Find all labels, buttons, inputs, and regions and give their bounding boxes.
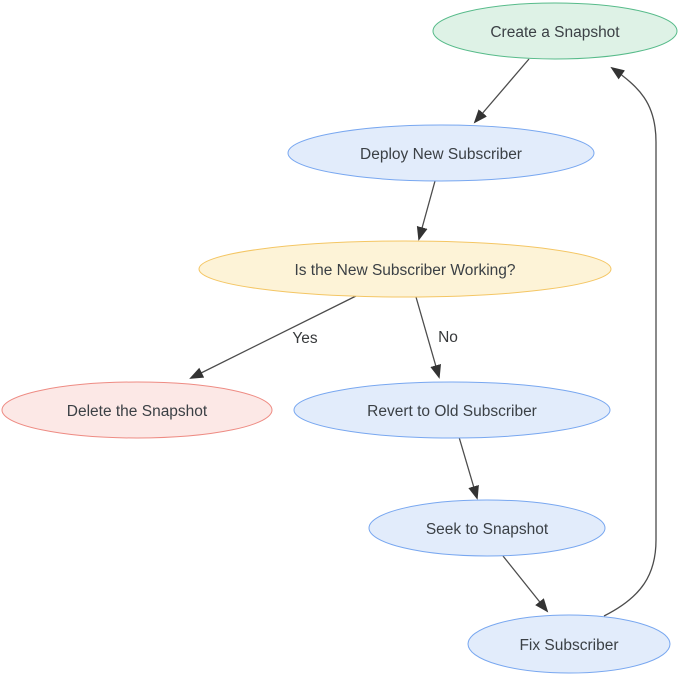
edge-seek-to-fix	[502, 555, 549, 613]
node-label: Deploy New Subscriber	[360, 146, 522, 163]
edge-line	[415, 296, 441, 379]
edge-working-to-revert-no: No	[415, 296, 458, 379]
edge-label-yes: Yes	[292, 330, 318, 347]
node-label: Revert to Old Subscriber	[367, 403, 537, 420]
node-shape	[287, 124, 595, 182]
node-shape	[368, 499, 606, 557]
edge-line	[189, 295, 357, 379]
edge-deploy-to-working	[416, 180, 436, 241]
edge-fix-to-create-loop	[603, 66, 657, 617]
node-shape	[198, 240, 612, 298]
node-seek-to-snapshot: Seek to Snapshot	[368, 499, 606, 557]
edge-label-no: No	[438, 329, 458, 346]
node-delete-snapshot: Delete the Snapshot	[1, 381, 273, 439]
node-label: Create a Snapshot	[490, 24, 620, 41]
edge-line	[416, 180, 436, 241]
node-create-snapshot: Create a Snapshot	[432, 2, 678, 60]
node-fix-subscriber: Fix Subscriber	[467, 614, 671, 674]
node-shape	[467, 614, 671, 674]
edge-line	[458, 436, 479, 500]
node-label: Seek to Snapshot	[426, 521, 549, 538]
node-shape	[432, 2, 678, 60]
node-label: Is the New Subscriber Working?	[294, 262, 515, 279]
node-is-new-subscriber-working: Is the New Subscriber Working?	[198, 240, 612, 298]
edge-revert-to-seek	[458, 436, 479, 500]
edge-working-to-delete-yes: Yes	[189, 295, 357, 379]
edge-line	[603, 66, 657, 617]
edge-create-to-deploy	[473, 58, 530, 124]
edge-line	[473, 58, 530, 124]
node-label: Fix Subscriber	[519, 637, 618, 654]
node-shape	[293, 381, 611, 439]
node-revert-to-old-subscriber: Revert to Old Subscriber	[293, 381, 611, 439]
node-label: Delete the Snapshot	[67, 403, 208, 420]
edge-line	[502, 555, 549, 613]
node-deploy-new-subscriber: Deploy New Subscriber	[287, 124, 595, 182]
node-shape	[1, 381, 273, 439]
